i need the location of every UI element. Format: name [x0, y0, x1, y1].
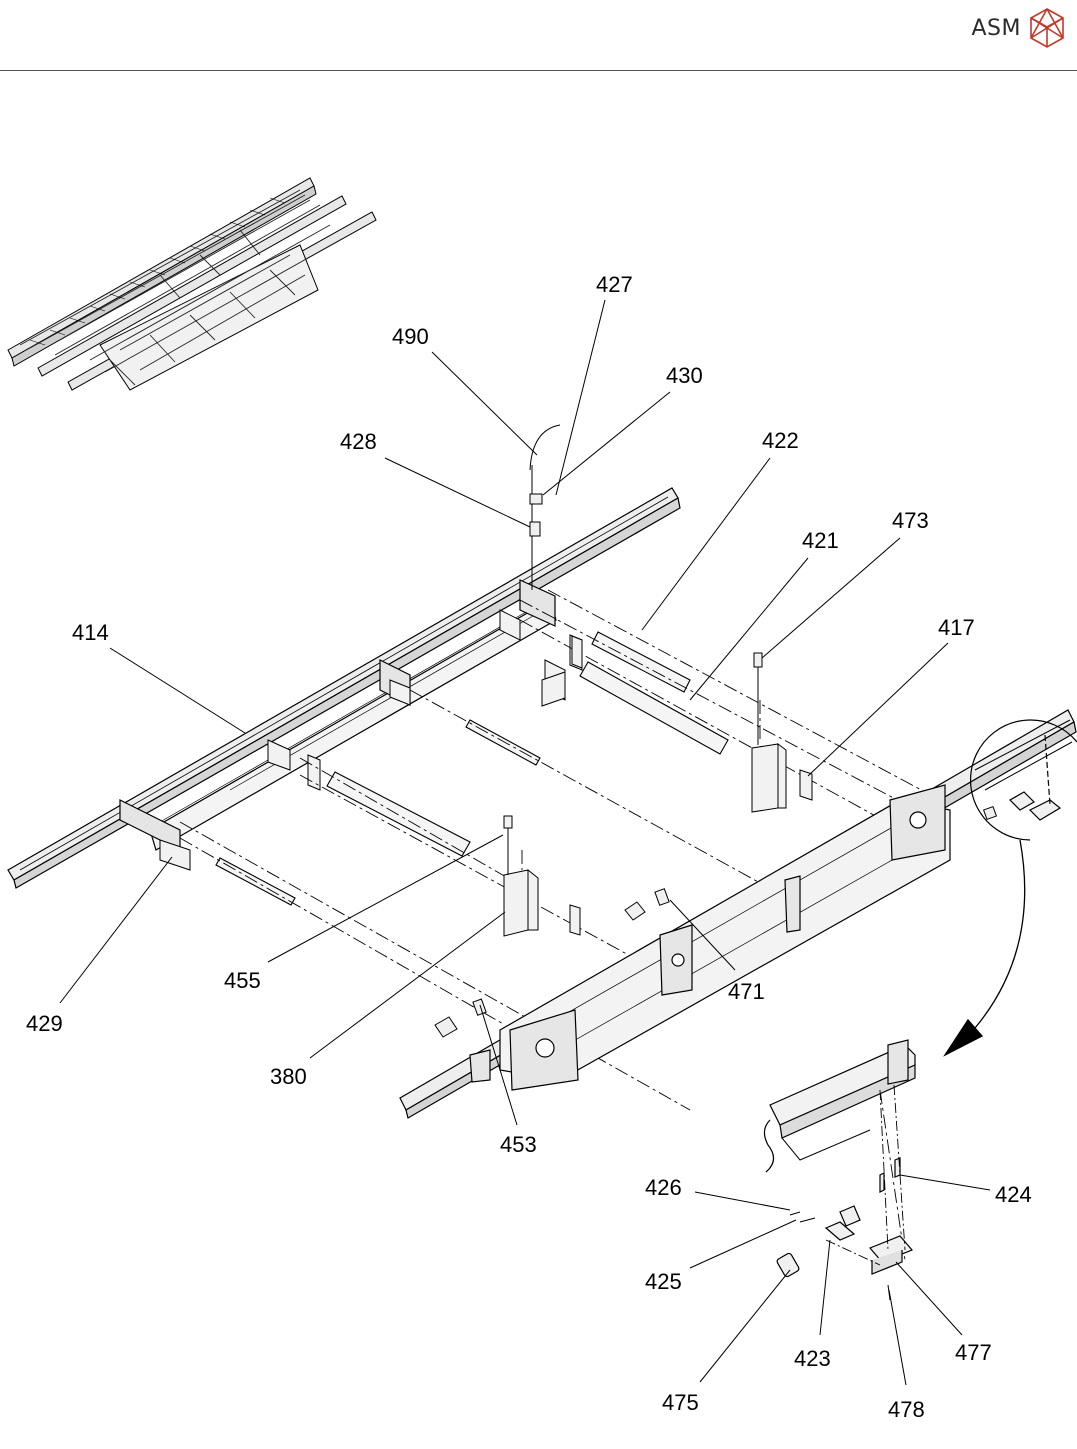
callout-490: 490	[392, 324, 429, 349]
callout-425: 425	[645, 1269, 682, 1294]
callout-426: 426	[645, 1175, 682, 1200]
callout-473: 473	[892, 508, 929, 533]
callout-428: 428	[340, 429, 377, 454]
left-long-rail	[8, 488, 680, 888]
callout-422: 422	[762, 428, 799, 453]
callout-478: 478	[888, 1397, 925, 1422]
callout-453: 453	[500, 1132, 537, 1157]
detail-view	[764, 1040, 915, 1300]
callout-421: 421	[802, 528, 839, 553]
callout-471: 471	[728, 979, 765, 1004]
callout-455: 455	[224, 968, 261, 993]
callout-423: 423	[794, 1346, 831, 1371]
bracket-380	[504, 816, 538, 936]
detail-arrow	[945, 840, 1025, 1055]
callout-427: 427	[596, 272, 633, 297]
callout-430: 430	[666, 363, 703, 388]
callout-429: 429	[26, 1011, 63, 1036]
callout-477: 477	[955, 1340, 992, 1365]
right-long-rail	[400, 710, 1076, 1118]
callout-417: 417	[938, 615, 975, 640]
left-rail-brackets	[160, 610, 582, 870]
callout-475: 475	[662, 1390, 699, 1415]
callout-424: 424	[995, 1182, 1032, 1207]
callout-414: 414	[72, 620, 109, 645]
assembly-thumbnail	[8, 178, 376, 390]
callout-380: 380	[270, 1064, 307, 1089]
